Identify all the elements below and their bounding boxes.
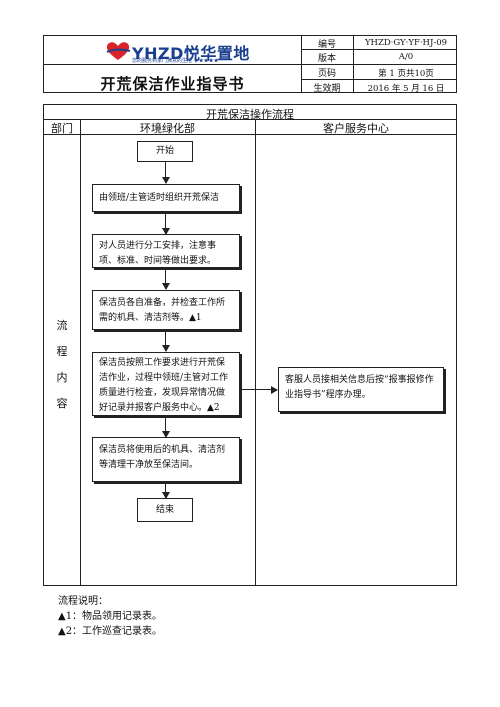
flow-start: 开始 bbox=[137, 141, 193, 162]
heart-logo-icon bbox=[106, 42, 131, 60]
process-flow-table: 开荒保洁操作流程 部门 环境绿化部 客户服务中心 流 程 内 容 bbox=[43, 104, 457, 586]
step-organize-cleaning: 由领班/主管适时组织开荒保洁 bbox=[92, 184, 240, 212]
row-label-process: 流 程 内 容 bbox=[56, 319, 68, 410]
step-customer-service: 客服人员接相关信息后按“报事报修作业指导书”程序办理。 bbox=[278, 367, 444, 412]
brand-name: YHZD悦华置地 bbox=[132, 44, 250, 63]
meta-label-effective: 生效期 bbox=[313, 84, 341, 94]
step-assign-staff: 对人员进行分工安排，注意事项、标准、时间等做出要求。 bbox=[92, 234, 240, 268]
column-header-customer-service: 客户服务中心 bbox=[323, 122, 389, 135]
company-logo: YHZD悦华置地 您的服务到家门满意的生活 ★★★★★ bbox=[104, 40, 249, 64]
arrow-right bbox=[241, 386, 278, 394]
meta-label-code: 编号 bbox=[317, 40, 336, 50]
arrow-down bbox=[162, 269, 170, 290]
step-prepare-equipment: 保洁员各自准备，并检查工作所需的机具、清洁剂等。▲1 bbox=[92, 290, 240, 330]
step-perform-cleaning: 保洁员按照工作要求进行开荒保洁作业，过程中领班/主管对工作质量进行检查，发现异常… bbox=[92, 352, 240, 416]
notes-heading: 流程说明： bbox=[58, 596, 108, 607]
arrow-down bbox=[162, 213, 170, 235]
column-header-environment: 环境绿化部 bbox=[140, 122, 195, 135]
document-header: YHZD悦华置地 您的服务到家门满意的生活 ★★★★★ 开荒保洁作业指导书 编号… bbox=[43, 35, 457, 94]
arrow-down bbox=[162, 331, 170, 352]
meta-value-code: YHZD·GY·YF·HJ-09 bbox=[364, 38, 448, 48]
note-item: ▲2：工作巡查记录表。 bbox=[58, 626, 163, 637]
meta-value-version: A/0 bbox=[398, 52, 414, 62]
meta-label-page: 页码 bbox=[317, 69, 336, 79]
document-title: 开荒保洁作业指导书 bbox=[100, 75, 245, 93]
column-header-department: 部门 bbox=[51, 122, 73, 135]
brand-tagline: 您的服务到家门满意的生活 ★★★★★ bbox=[132, 58, 219, 64]
arrow-down bbox=[162, 417, 170, 438]
arrow-down bbox=[162, 162, 170, 184]
flow-end: 结束 bbox=[137, 498, 193, 522]
flow-title: 开荒保洁操作流程 bbox=[206, 108, 294, 121]
meta-value-effective: 2016 年 5 月 16 日 bbox=[367, 84, 445, 94]
step-store-equipment: 保洁员将使用后的机具、清洁剂等清理干净放至保洁间。 bbox=[92, 437, 240, 482]
arrow-down bbox=[162, 483, 170, 499]
meta-value-page: 第 1 页共10页 bbox=[378, 69, 434, 79]
process-notes: 流程说明： ▲1：物品领用记录表。 ▲2：工作巡查记录表。 bbox=[58, 594, 162, 639]
note-item: ▲1：物品领用记录表。 bbox=[58, 611, 163, 622]
meta-label-version: 版本 bbox=[317, 54, 336, 64]
